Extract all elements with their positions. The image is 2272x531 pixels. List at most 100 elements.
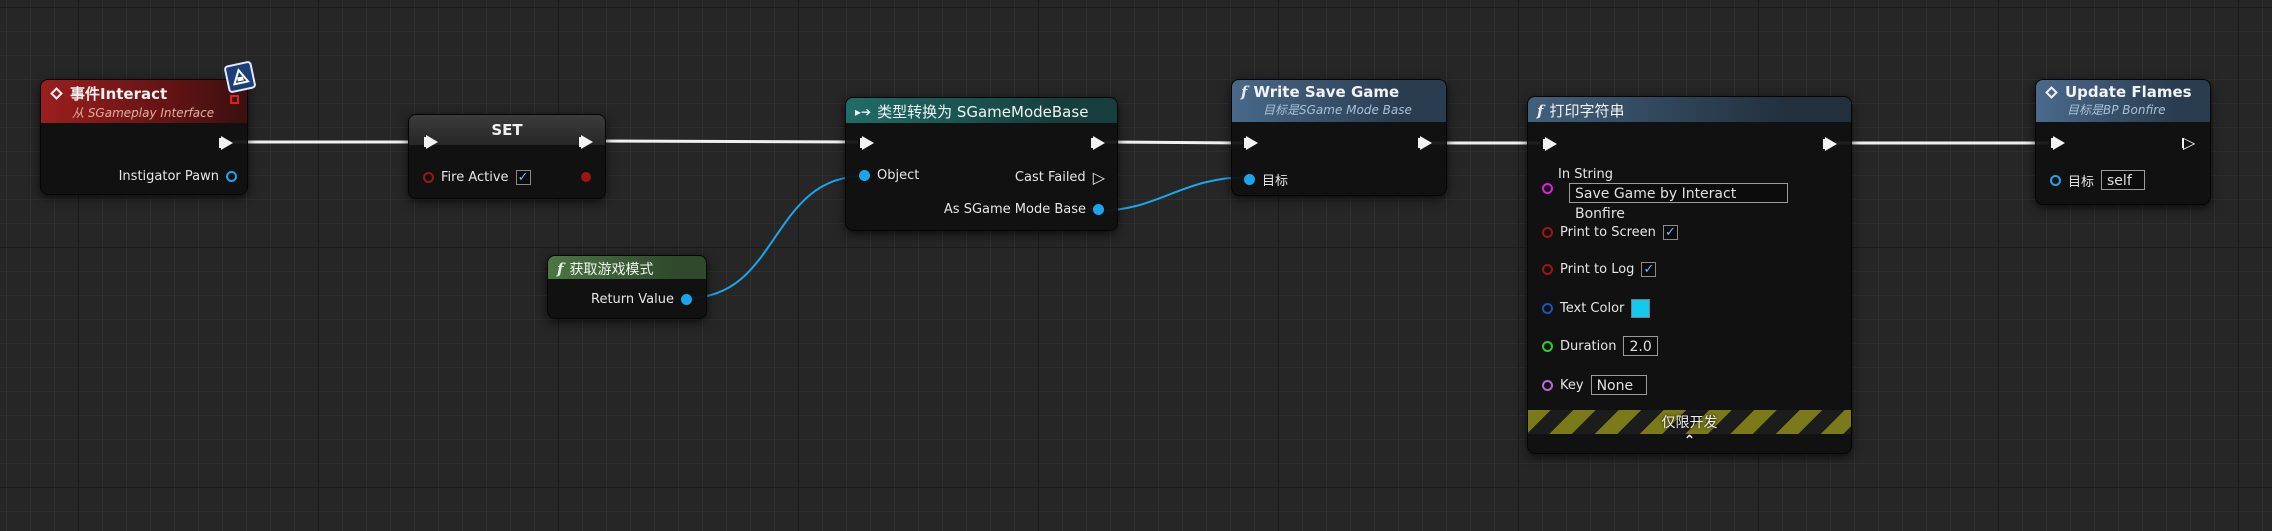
text-color-label: Text Color [1560,301,1625,316]
as-sgame-mode-base-socket[interactable] [1093,204,1104,215]
write-target-pin[interactable]: 目标 [1244,170,1288,189]
print-string-node[interactable]: f 打印字符串 In String Save Game by Interact B… [1527,96,1852,454]
fire-active-pin[interactable]: Fire Active ✓ [423,170,531,185]
duration-label: Duration [1560,338,1617,354]
print-exec-in-pin[interactable] [1543,137,1557,151]
print-to-log-pin[interactable]: Print to Log ✓ [1542,262,1657,277]
print-to-screen-label: Print to Screen [1560,225,1656,240]
fire-active-socket[interactable] [423,172,434,183]
function-icon: f [1537,101,1544,120]
write-save-game-title: Write Save Game [1253,83,1400,101]
update-flames-node[interactable]: Update Flames 目标是BP Bonfire 目标 self [2035,79,2211,205]
function-icon: f [557,260,564,278]
print-to-log-checkbox[interactable]: ✓ [1641,262,1657,277]
update-flames-header: Update Flames 目标是BP Bonfire [2036,80,2210,122]
write-save-game-subtitle: 目标是SGame Mode Base [1263,103,1412,117]
write-target-label: 目标 [1262,174,1289,189]
set-node[interactable]: SET Fire Active ✓ [408,114,606,199]
cast-object-pin[interactable]: Object [859,168,919,183]
print-to-log-label: Print to Log [1560,262,1635,277]
duration-socket[interactable] [1542,340,1553,352]
in-string-pin[interactable]: In String [1542,167,1613,182]
print-string-title: 打印字符串 [1549,102,1625,120]
instigator-pawn-pin[interactable]: Instigator Pawn [119,169,237,184]
key-label: Key [1560,377,1584,393]
cast-exec-in-pin[interactable] [860,136,874,150]
duration-field[interactable]: 2.0 [1623,336,1658,356]
in-string-socket[interactable] [1542,183,1553,194]
event-diamond-icon [50,87,63,100]
write-exec-in-pin[interactable] [1244,136,1258,150]
fire-active-out-pin[interactable] [581,172,591,182]
print-to-screen-pin[interactable]: Print to Screen ✓ [1542,225,1678,240]
text-color-swatch[interactable] [1631,299,1651,318]
text-color-socket[interactable] [1542,303,1553,314]
flames-exec-out-pin[interactable] [2182,133,2196,153]
return-value-label: Return Value [591,292,674,307]
return-value-pin[interactable]: Return Value [591,292,692,307]
print-to-screen-socket[interactable] [1542,227,1553,238]
cast-object-socket[interactable] [859,170,870,181]
cast-node[interactable]: ▸➔ 类型转换为 SGameModeBase Object Cast Failed… [845,97,1118,231]
print-string-header: f 打印字符串 [1528,97,1851,122]
key-field[interactable]: None [1590,375,1647,395]
instigator-pawn-label: Instigator Pawn [118,169,219,184]
cast-exec-out-pin[interactable] [1091,136,1105,150]
update-flames-title: Update Flames [2065,83,2192,101]
flames-target-label: 目标 [2068,174,2095,190]
cast-failed-exec-icon: ▷ [1092,168,1105,187]
fire-active-checkbox[interactable]: ✓ [515,170,531,185]
set-exec-out-pin[interactable] [579,135,593,149]
cast-object-label: Object [877,168,920,183]
as-sgame-mode-base-pin[interactable]: As SGame Mode Base [944,202,1104,217]
print-exec-out-pin[interactable] [1823,137,1837,151]
get-game-mode-title: 获取游戏模式 [569,262,654,278]
get-game-mode-header: f 获取游戏模式 [548,256,706,279]
event-node-subtitle: 从 SGameplay Interface [72,106,215,120]
duration-pin[interactable]: Duration 2.0 [1542,336,1658,356]
event-interact-node[interactable]: 事件Interact 从 SGameplay Interface Instiga… [40,79,248,195]
cast-node-header: ▸➔ 类型转换为 SGameModeBase [846,98,1117,123]
fire-active-label: Fire Active [441,170,509,185]
event-exec-out-pin[interactable] [219,136,233,150]
key-pin[interactable]: Key None [1542,375,1647,395]
flames-target-field[interactable]: self [2101,170,2146,190]
set-node-title: SET [491,121,523,139]
cast-arrow-icon: ▸➔ [855,104,872,119]
set-exec-in-pin[interactable] [424,135,438,149]
flames-exec-in-pin[interactable] [2051,136,2065,150]
delegate-pin-icon[interactable] [230,95,239,104]
in-string-field[interactable]: Save Game by Interact Bonfire [1569,183,1788,222]
event-node-header: 事件Interact 从 SGameplay Interface [41,80,247,123]
write-exec-out-pin[interactable] [1418,136,1432,150]
collapse-advanced-button[interactable]: ⌃ [1683,433,1696,449]
cast-node-title: 类型转换为 SGameModeBase [877,103,1089,121]
flames-target-socket[interactable] [2050,174,2061,186]
print-to-screen-checkbox[interactable]: ✓ [1662,225,1678,240]
flames-target-pin[interactable]: 目标 self [2050,170,2146,190]
interface-badge-icon [223,60,257,94]
as-sgame-mode-base-label: As SGame Mode Base [943,202,1086,217]
get-game-mode-node[interactable]: f 获取游戏模式 Return Value [547,255,707,319]
object-wire-gamemode-to-cast [687,175,865,299]
cast-failed-label: Cast Failed [1014,170,1086,185]
fire-active-out-socket[interactable] [581,172,591,182]
write-target-socket[interactable] [1244,174,1255,185]
event-node-title: 事件Interact [70,85,168,103]
print-to-log-socket[interactable] [1542,264,1553,275]
development-only-label: 仅限开发 [1661,415,1718,431]
object-wire-cast-to-write [1095,176,1251,212]
message-diamond-icon [2045,85,2058,99]
set-node-header: SET [409,115,605,145]
development-only-banner: 仅限开发 [1528,410,1851,434]
key-socket[interactable] [1542,379,1553,391]
exec-wire-cast-to-write [1103,140,1244,145]
instigator-pawn-socket[interactable] [226,171,237,182]
cast-failed-pin[interactable]: Cast Failed ▷ [1015,168,1105,187]
in-string-label: In String [1558,167,1614,182]
text-color-pin[interactable]: Text Color [1542,299,1651,318]
return-value-socket[interactable] [681,294,692,305]
